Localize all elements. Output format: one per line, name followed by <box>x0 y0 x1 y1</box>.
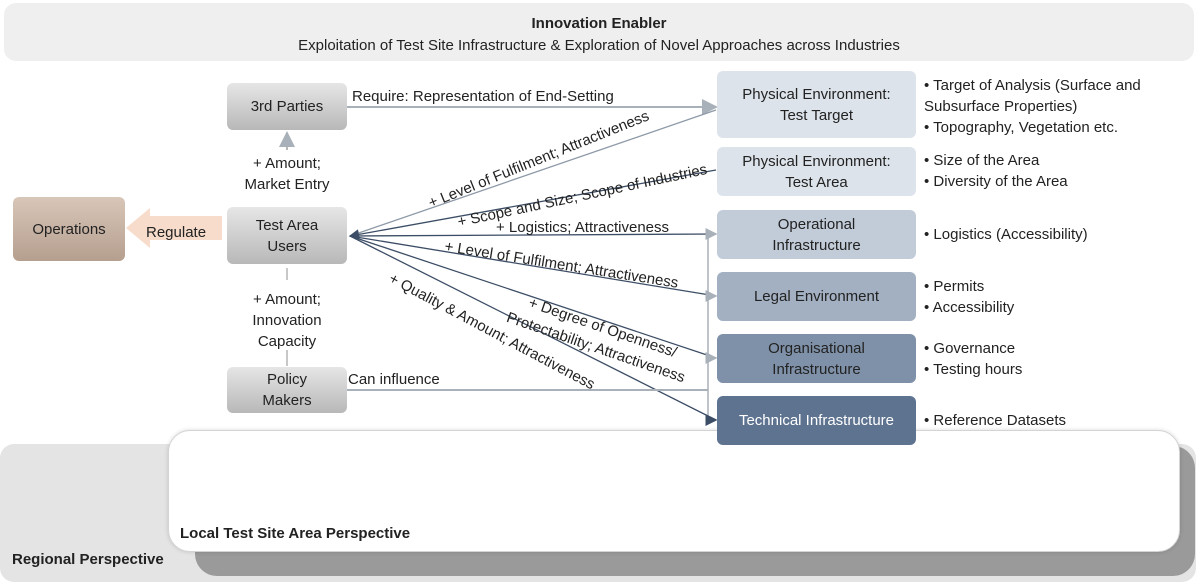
operational-infrastructure-box: Operational Infrastructure <box>717 210 916 259</box>
can-influence-label: Can influence <box>348 371 440 388</box>
legal-environment-box: Legal Environment <box>717 272 916 321</box>
banner-subtitle: Exploitation of Test Site Infrastructure… <box>298 37 900 54</box>
test-area-bullets: • Size of the Area • Diversity of the Ar… <box>924 152 1068 190</box>
regulate-arrow <box>126 208 222 248</box>
legal-line <box>349 235 717 297</box>
physical-test-area-box: Physical Environment: Test Area <box>717 147 916 196</box>
logistics-label: + Logistics; Attractiveness <box>496 219 669 236</box>
test-area-users-box: Test Area Users <box>227 207 347 264</box>
legal-bullets: • Permits • Accessibility <box>924 278 1015 316</box>
operations-box: Operations <box>13 197 125 261</box>
regulate-label: Regulate <box>146 224 207 241</box>
amount-innovation-label: + Amount; Innovation Capacity <box>252 291 322 350</box>
level-fulfilment-line <box>349 109 717 237</box>
third-parties-box: 3rd Parties <box>227 83 347 130</box>
organisational-infrastructure-box: Organisational Infrastructure <box>717 334 916 383</box>
policy-makers-box: Policy Makers <box>227 367 347 413</box>
physical-test-target-box: Physical Environment: Test Target <box>717 71 916 138</box>
organisational-bullets: • Governance • Testing hours <box>924 340 1023 378</box>
innovation-enabler-banner: Innovation Enabler Exploitation of Test … <box>4 3 1194 61</box>
amount-market-entry-label: + Amount; Market Entry <box>244 155 330 193</box>
openness-line <box>349 235 717 359</box>
banner-title: Innovation Enabler <box>531 15 667 32</box>
require-label: Require: Representation of End-Setting <box>352 88 614 105</box>
local-perspective-area <box>168 430 1180 552</box>
test-target-bullets: • Target of Analysis (Surface and Subsur… <box>924 77 1141 136</box>
technical-infrastructure-box: Technical Infrastructure <box>717 396 916 445</box>
local-perspective-label: Local Test Site Area Perspective <box>180 525 411 542</box>
regional-perspective-label: Regional Perspective <box>12 551 164 568</box>
logistics-line <box>349 233 717 237</box>
technical-bullets: • Reference Datasets <box>924 412 1066 429</box>
operational-bullets: • Logistics (Accessibility) <box>924 226 1088 243</box>
scope-line <box>348 169 717 240</box>
